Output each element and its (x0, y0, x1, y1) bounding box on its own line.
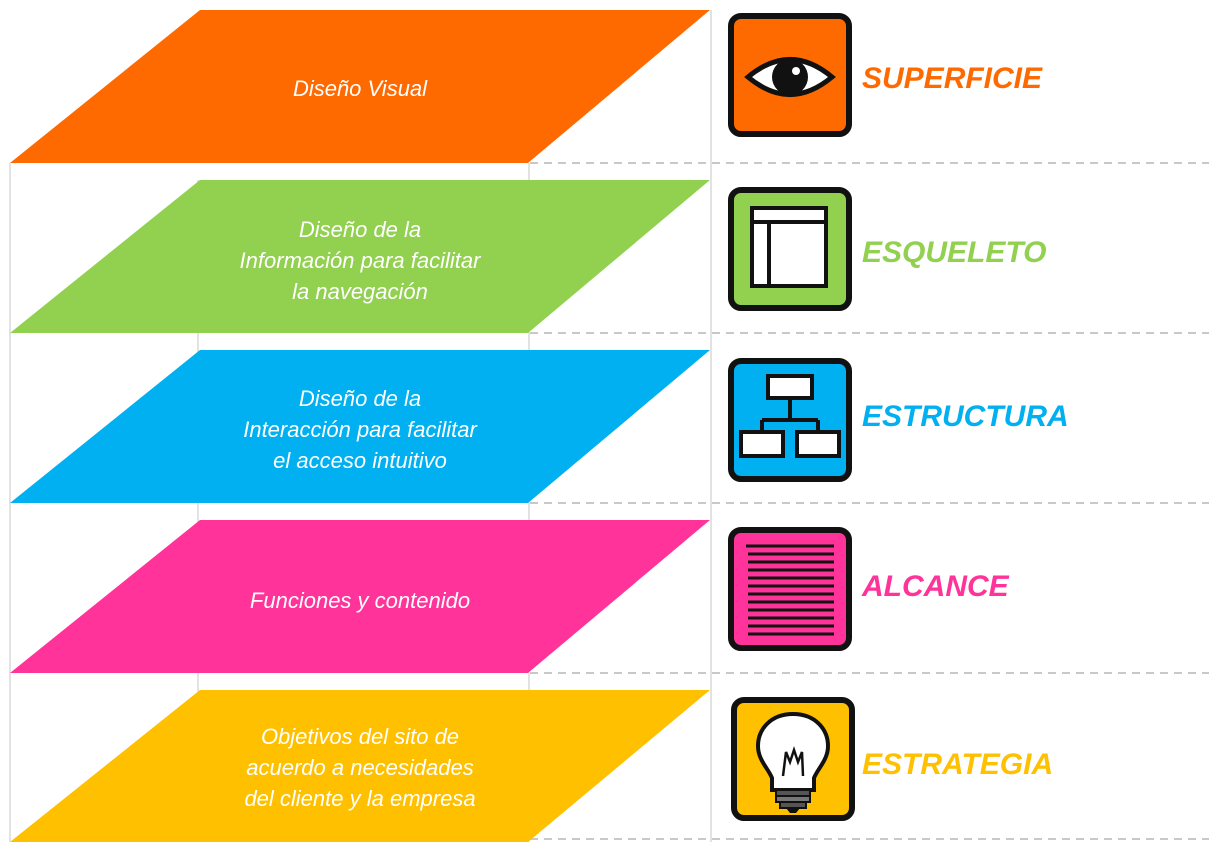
layer-plane (10, 690, 710, 842)
layer-estructura: Diseño de la Interacción para facilitar … (10, 350, 1069, 503)
layer-plane (10, 180, 710, 333)
layer-superficie: Diseño Visual SUPERFICIE (10, 10, 1043, 163)
layer-description: Diseño Visual (293, 76, 428, 101)
layer-title: ESQUELETO (862, 236, 1046, 269)
layer-description: Interacción para facilitar (243, 417, 478, 442)
layer-description: Diseño de la (299, 217, 421, 242)
layer-description: Diseño de la (299, 386, 421, 411)
layer-alcance: Funciones y contenido ALCANCE (10, 520, 1010, 673)
layer-plane (10, 520, 710, 673)
layer-title: ALCANCE (861, 570, 1010, 603)
wireframe-icon (728, 187, 852, 311)
document-list-icon (728, 527, 852, 651)
layer-description: Información para facilitar (240, 248, 483, 273)
layer-description: acuerdo a necesidades (246, 755, 474, 780)
layer-description: Objetivos del sito de (261, 724, 459, 749)
layer-description: Funciones y contenido (250, 588, 470, 613)
layer-title: ESTRUCTURA (862, 400, 1069, 433)
layer-esqueleto: Diseño de la Información para facilitar … (10, 180, 1046, 333)
layer-title: ESTRATEGIA (862, 748, 1053, 781)
eye-icon (728, 13, 852, 137)
dashed-separators (530, 162, 1209, 840)
layer-estrategia: Objetivos del sito de acuerdo a necesida… (10, 690, 1053, 842)
layer-plane (10, 10, 710, 163)
layer-description: el acceso intuitivo (273, 448, 447, 473)
lightbulb-icon (731, 697, 855, 821)
layer-title: SUPERFICIE (862, 62, 1043, 95)
layer-description: del cliente y la empresa (244, 786, 475, 811)
layer-plane (10, 350, 710, 503)
sitemap-icon (728, 358, 852, 482)
layer-description: la navegación (292, 279, 428, 304)
